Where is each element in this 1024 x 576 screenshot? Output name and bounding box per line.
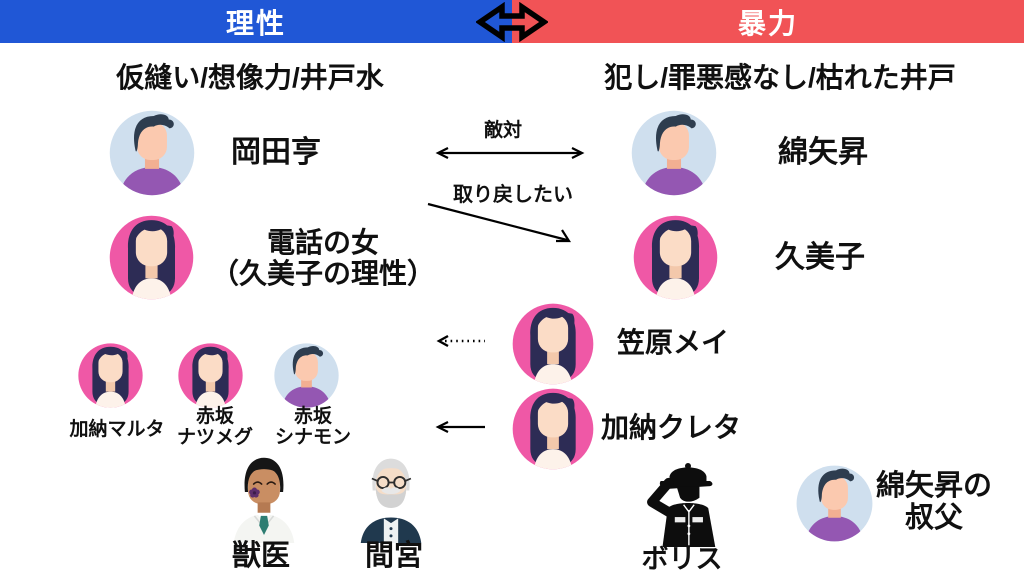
phone-woman-label-line2: （久美子の理性） bbox=[210, 258, 436, 290]
hostility-relation-label: 敵対 bbox=[483, 120, 523, 141]
header-reason-banner: 理性 bbox=[0, 0, 512, 43]
header-reason-label: 理性 bbox=[225, 7, 286, 39]
akasaka-cinnamon-label-line2: シナモン bbox=[274, 427, 352, 449]
creta-solid-arrow-icon bbox=[435, 421, 485, 433]
boris-label: ボリス bbox=[641, 544, 723, 574]
okada-toru-avatar-icon bbox=[108, 109, 196, 197]
phone-woman-label: 電話の女 （久美子の理性） bbox=[211, 227, 435, 290]
wataya-uncle-label-line1: 綿矢昇の bbox=[875, 470, 993, 502]
double-arrow-icon bbox=[476, 2, 548, 42]
kano-creta-avatar-icon bbox=[511, 387, 595, 471]
kano-creta-label: 加納クレタ bbox=[600, 412, 742, 443]
wataya-noboru-label: 綿矢昇 bbox=[778, 136, 868, 169]
kasahara-may-label: 笠原メイ bbox=[616, 327, 730, 358]
wataya-uncle-label-line2: 叔父 bbox=[904, 502, 964, 535]
boris-saluting-officer-icon bbox=[632, 459, 744, 547]
veterinarian-label: 獣医 bbox=[231, 540, 291, 572]
take-back-arrow-icon bbox=[427, 202, 572, 243]
hostility-double-arrow-icon bbox=[435, 147, 585, 159]
reason-side-subtitle: 仮縫い/想像力/井戸水 bbox=[116, 62, 384, 93]
header-violence-label: 暴力 bbox=[737, 7, 798, 39]
akasaka-nutmeg-avatar-icon bbox=[177, 342, 244, 409]
akasaka-cinnamon-avatar-icon bbox=[273, 342, 340, 409]
wataya-uncle-label: 綿矢昇の 叔父 bbox=[876, 470, 992, 535]
veterinarian-figure-icon bbox=[224, 457, 304, 543]
kano-malta-avatar-icon bbox=[77, 342, 144, 409]
kasahara-may-avatar-icon bbox=[511, 302, 595, 386]
akasaka-nutmeg-label: 赤坂 ナツメグ bbox=[177, 406, 253, 449]
take-back-relation-label: 取り戻したい bbox=[453, 184, 573, 206]
wataya-uncle-avatar-icon bbox=[795, 464, 874, 543]
akasaka-cinnamon-label-line1: 赤坂 bbox=[293, 406, 333, 427]
kumiko-label: 久美子 bbox=[775, 241, 865, 274]
akasaka-cinnamon-label: 赤坂 シナモン bbox=[275, 406, 351, 449]
kasahara-dotted-arrow-icon bbox=[436, 334, 485, 348]
kano-malta-label: 加納マルタ bbox=[69, 419, 165, 440]
violence-side-subtitle: 犯し/罪悪感なし/枯れた井戸 bbox=[604, 62, 956, 93]
wataya-noboru-avatar-icon bbox=[630, 109, 718, 197]
akasaka-nutmeg-label-line1: 赤坂 bbox=[195, 406, 235, 427]
phone-woman-avatar-icon bbox=[108, 214, 195, 301]
okada-toru-label: 岡田亨 bbox=[231, 136, 321, 169]
mamiya-figure-icon bbox=[350, 457, 432, 543]
header-violence-banner: 暴力 bbox=[512, 0, 1024, 43]
kumiko-avatar-icon bbox=[632, 214, 719, 301]
akasaka-nutmeg-label-line2: ナツメグ bbox=[176, 427, 254, 449]
mamiya-label: 間宮 bbox=[364, 540, 424, 572]
phone-woman-label-line1: 電話の女 bbox=[266, 227, 380, 258]
